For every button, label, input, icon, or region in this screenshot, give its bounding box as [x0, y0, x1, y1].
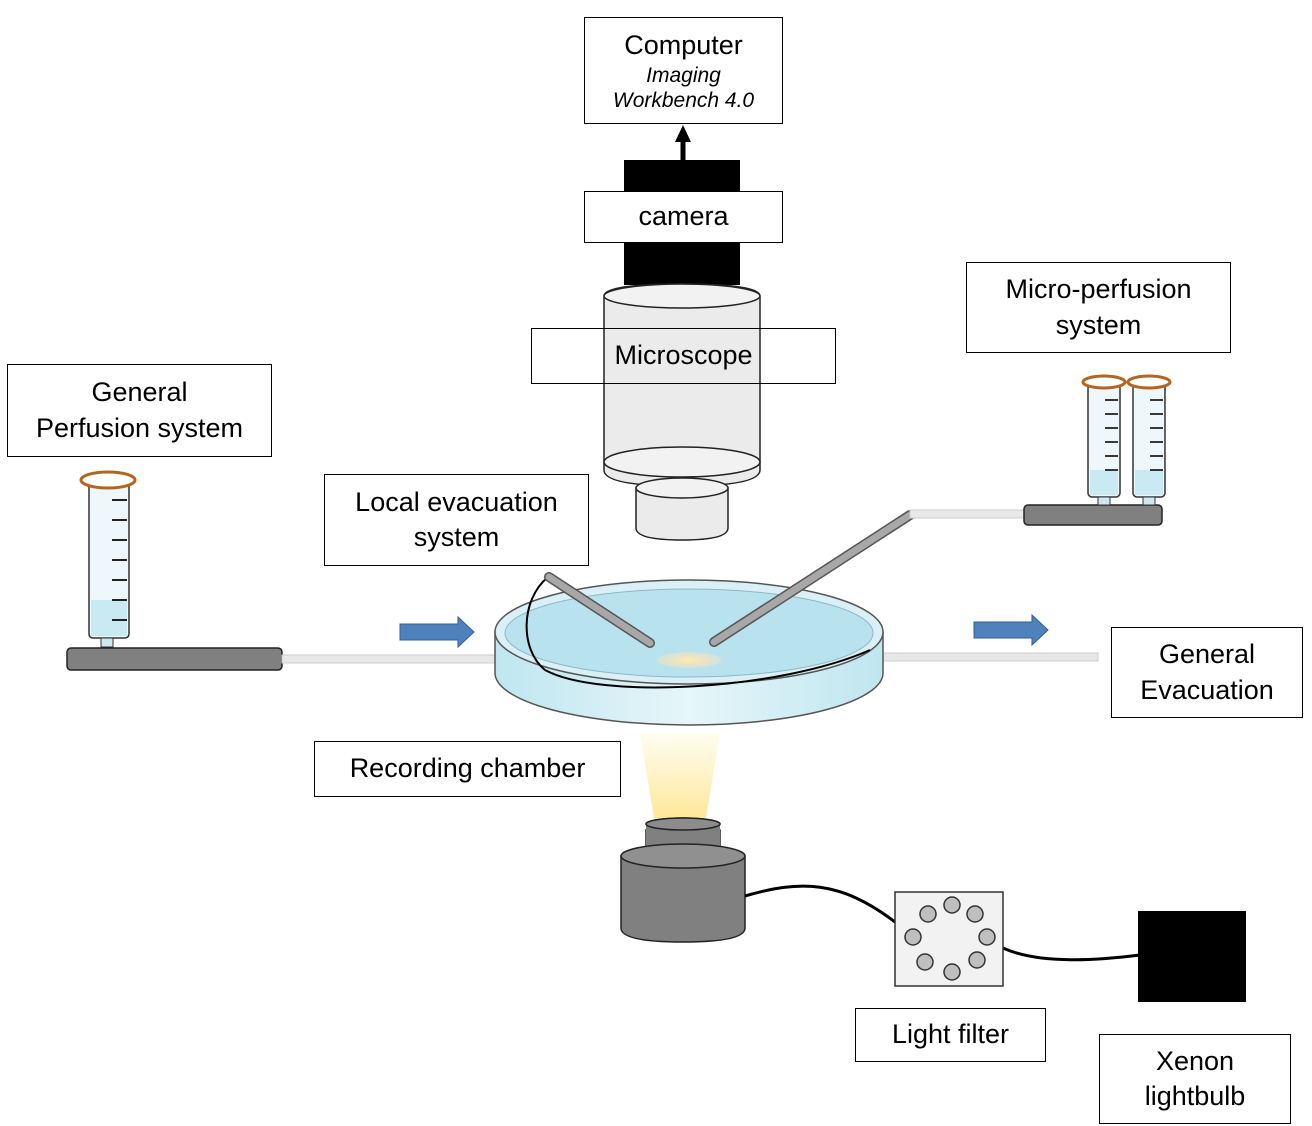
- general-perfusion-syringe: [79, 470, 137, 648]
- local-evacuation-probe: [525, 572, 871, 689]
- computer-title: Computer: [624, 29, 743, 60]
- computer-label-box: Computer Imaging Workbench 4.0: [584, 17, 783, 124]
- xenon-lightbulb-label-box: Xenon lightbulb: [1099, 1034, 1291, 1124]
- local-evacuation-label-line2: system: [413, 522, 500, 552]
- micro-perfusion-syringe-1: [1081, 374, 1127, 506]
- recording-chamber-label-box: Recording chamber: [314, 741, 621, 797]
- inflow-arrow: [399, 615, 475, 649]
- micro-perfusion-tube: [1023, 504, 1163, 526]
- micro-perfusion-needle: [709, 509, 1026, 647]
- software-name-line1: Imaging: [646, 63, 721, 87]
- camera-to-computer-arrow: [675, 125, 691, 162]
- software-name-line2: Workbench 4.0: [612, 89, 755, 113]
- micro-perfusion-label-box: Micro-perfusion system: [966, 262, 1231, 353]
- general-evacuation-label-line1: General: [1158, 639, 1256, 670]
- light-cable-1: [744, 884, 896, 924]
- xenon-lightbulb-box: [1138, 911, 1246, 1002]
- recording-chamber-label: Recording chamber: [349, 753, 586, 784]
- light-filter-label: Light filter: [891, 1019, 1010, 1050]
- local-evacuation-label-line1: Local evacuation: [355, 486, 558, 517]
- camera-label-box: camera: [584, 191, 783, 243]
- light-cable-2: [1002, 946, 1141, 962]
- local-evacuation-label-box: Local evacuation system: [324, 474, 589, 566]
- outflow-tubing: [879, 652, 1099, 662]
- inflow-tubing: [281, 654, 501, 664]
- microscope-objective: [635, 477, 729, 541]
- light-beam: [640, 733, 720, 818]
- filter-wheel: [894, 891, 1004, 987]
- general-perfusion-label-line2: Perfusion system: [35, 412, 244, 443]
- camera-label: camera: [638, 201, 729, 232]
- outflow-arrow: [973, 613, 1049, 647]
- light-filter-label-box: Light filter: [855, 1008, 1046, 1062]
- general-evacuation-label-line2: Evacuation: [1140, 674, 1274, 705]
- microscope-label: Microscope: [614, 340, 753, 371]
- light-source-housing: [620, 817, 746, 943]
- xenon-lightbulb-label-line2: lightbulb: [1144, 1081, 1246, 1111]
- xenon-lightbulb-label-line1: Xenon: [1155, 1045, 1235, 1076]
- micro-perfusion-label-line2: system: [1055, 309, 1142, 340]
- micro-perfusion-syringe-2: [1126, 374, 1172, 506]
- microscope-body: [603, 283, 761, 487]
- general-perfusion-label-box: General Perfusion system: [7, 364, 272, 457]
- general-perfusion-label-line1: General: [91, 377, 188, 408]
- general-perfusion-tube: [66, 647, 283, 671]
- recording-chamber-dish: [494, 579, 884, 726]
- micro-perfusion-label-line1: Micro-perfusion: [1005, 274, 1192, 305]
- general-evacuation-label-box: General Evacuation: [1111, 627, 1303, 718]
- microscope-label-box: Microscope: [531, 328, 836, 384]
